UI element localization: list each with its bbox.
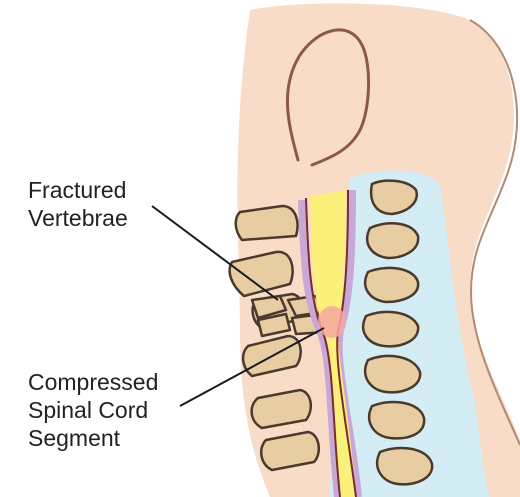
compressed-label-line-3: Segment bbox=[28, 425, 120, 451]
fractured-label-line-2: Vertebrae bbox=[28, 205, 128, 231]
fractured-vertebrae-label: Fractured Vertebrae bbox=[28, 176, 128, 232]
compressed-label-line-1: Compressed bbox=[28, 369, 158, 395]
compressed-label-line-2: Spinal Cord bbox=[28, 397, 148, 423]
compression-highlight bbox=[318, 306, 346, 338]
compressed-cord-label: Compressed Spinal Cord Segment bbox=[28, 368, 158, 452]
fractured-label-line-1: Fractured bbox=[28, 177, 126, 203]
